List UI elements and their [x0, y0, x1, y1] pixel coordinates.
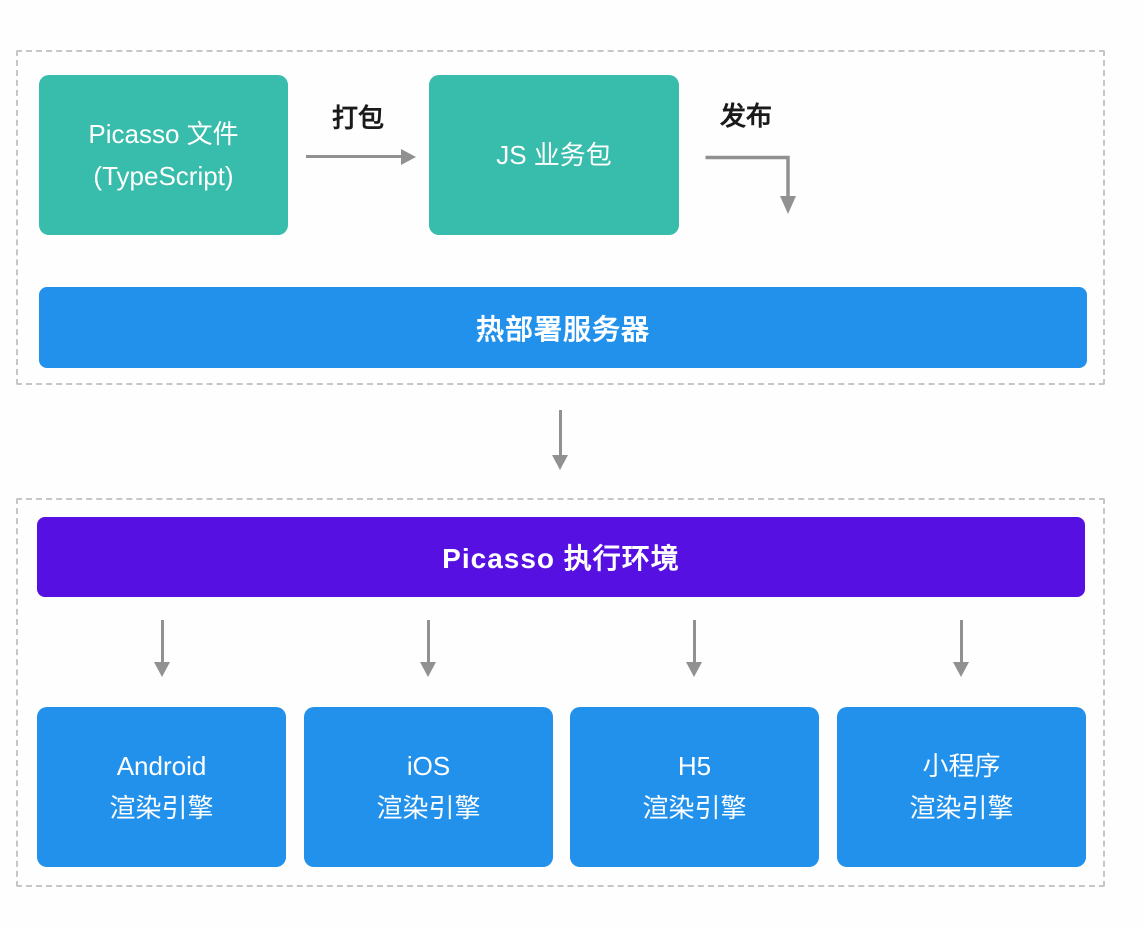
- runtime-group: [16, 498, 1105, 887]
- node-js-bundle: JS 业务包: [429, 75, 679, 235]
- build-pipeline-group: Picasso 文件 (TypeScript) 打包 JS 业务包 发布 热部署…: [16, 50, 1105, 385]
- node-engine-miniprogram: 小程序 渲染引擎: [837, 707, 1086, 867]
- arrow-stem: [692, 620, 696, 662]
- engine-label-line2: 渲染引擎: [109, 793, 214, 823]
- hot-deploy-server-label: 热部署服务器: [475, 313, 650, 345]
- picasso-file-label-line1: Picasso 文件: [88, 119, 239, 149]
- arrow-right-icon: [306, 149, 416, 165]
- engine-label-line1: iOS: [406, 751, 451, 781]
- publish-arrow-label: 发布: [719, 101, 772, 131]
- node-hot-deploy-server: 热部署服务器: [39, 287, 1087, 368]
- js-bundle-label: JS 业务包: [496, 140, 612, 170]
- node-picasso-file: Picasso 文件 (TypeScript): [39, 75, 288, 235]
- arrow-down-icon: [420, 620, 436, 678]
- arrow-down-icon: [686, 620, 702, 678]
- arrow-down-icon: [552, 410, 568, 471]
- node-engine-android: Android 渲染引擎: [37, 707, 286, 867]
- engine-label-line1: Android: [116, 751, 207, 781]
- arrow-stem: [160, 620, 164, 662]
- arrow-stem: [959, 620, 963, 662]
- engine-label-line2: 渲染引擎: [909, 793, 1014, 823]
- arrow-head: [686, 662, 702, 677]
- arrow-stem: [558, 410, 562, 455]
- engine-label-line2: 渲染引擎: [376, 793, 481, 823]
- arrow-stem: [426, 620, 430, 662]
- node-engine-ios: iOS 渲染引擎: [304, 707, 553, 867]
- arrow-head: [420, 662, 436, 677]
- arrow-head: [953, 662, 969, 677]
- arrow-head: [154, 662, 170, 677]
- arrow-down-icon: [154, 620, 170, 678]
- picasso-runtime-label: Picasso 执行环境: [442, 543, 680, 574]
- arrow-head: [552, 455, 568, 470]
- picasso-file-label-line2: (TypeScript): [93, 161, 234, 191]
- arrow-down-icon: [953, 620, 969, 678]
- arrow-head: [401, 149, 416, 165]
- node-engine-h5: H5 渲染引擎: [570, 707, 819, 867]
- engine-label-line1: 小程序: [922, 751, 1001, 781]
- engine-label-line2: 渲染引擎: [642, 793, 747, 823]
- pack-arrow-label: 打包: [331, 103, 384, 133]
- engine-label-line1: H5: [677, 751, 712, 781]
- node-picasso-runtime: Picasso 执行环境: [37, 517, 1085, 597]
- arrow-elbow-down-icon: [705, 155, 796, 214]
- arrow-stem: [306, 155, 402, 158]
